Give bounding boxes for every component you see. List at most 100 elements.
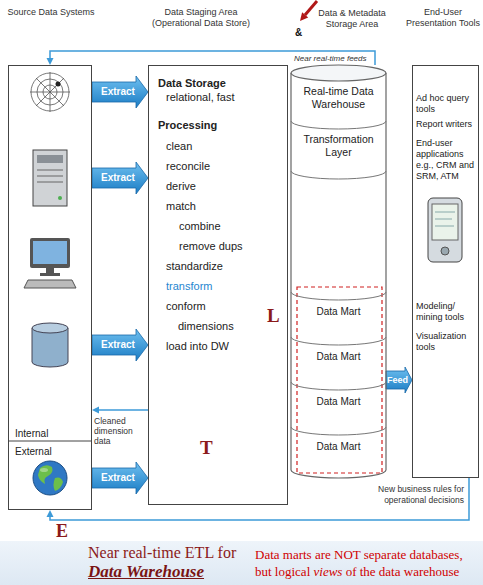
handheld-screen bbox=[432, 204, 458, 240]
web-spoke bbox=[36, 78, 64, 106]
warehouse-cylinder: Data & Metadata Storage AreaReal-time Da… bbox=[291, 65, 386, 478]
arrow-label: Extract bbox=[101, 86, 135, 98]
edge-label: Near real-time feeds bbox=[294, 54, 366, 63]
pointer-arrow bbox=[300, 1, 317, 21]
process-step: load into DW bbox=[166, 336, 229, 356]
server-panel bbox=[37, 155, 63, 163]
stage-letter: T bbox=[200, 438, 213, 458]
pointer-head bbox=[300, 12, 308, 21]
arrow-head bbox=[92, 407, 99, 414]
block-arrow bbox=[92, 329, 148, 361]
data-mart-label: Data Mart bbox=[299, 396, 378, 408]
layer-line bbox=[291, 121, 386, 129]
data-mart: Data Mart bbox=[297, 337, 380, 382]
server-slot bbox=[37, 176, 63, 177]
cylinder-top bbox=[291, 65, 386, 81]
connector bbox=[92, 407, 148, 414]
column-heading: Data Staging Area (Operational Data Stor… bbox=[141, 7, 261, 29]
data-mart-bracket bbox=[297, 287, 382, 473]
stand-base bbox=[40, 273, 60, 276]
connector-line bbox=[50, 51, 375, 65]
block-arrow bbox=[92, 162, 148, 194]
tool-item: Ad hoc query tools bbox=[416, 93, 477, 115]
column-heading: End-User Presentation Tools bbox=[404, 7, 482, 29]
data-mart: Data Mart bbox=[297, 382, 380, 427]
edge-label: New business rules for operational decis… bbox=[356, 484, 464, 506]
globe bbox=[33, 461, 67, 495]
stage-letter: E bbox=[56, 522, 68, 540]
column-heading: Source Data Systems bbox=[7, 7, 95, 18]
note-paragraph: Data marts are NOT separate databases, b… bbox=[255, 546, 477, 580]
source-systems-box: Source Data SystemsInternalExternal bbox=[8, 65, 92, 510]
staging-area-box: Data Staging Area (Operational Data Stor… bbox=[148, 65, 288, 505]
data-mart: Data Mart bbox=[297, 427, 380, 472]
process-step: match bbox=[166, 196, 196, 216]
server-slot bbox=[37, 182, 63, 183]
monitor bbox=[30, 238, 70, 268]
caption-line: Near real-time ETL for bbox=[88, 544, 236, 562]
server-led bbox=[58, 196, 62, 200]
pointer-shaft bbox=[305, 1, 317, 15]
layer-line bbox=[291, 382, 386, 390]
note-text: of the data warehouse bbox=[346, 564, 460, 579]
stand bbox=[46, 268, 54, 273]
screen-line bbox=[435, 212, 455, 213]
stage-letter: L bbox=[267, 306, 280, 326]
presentation-box: End-User Presentation ToolsAd hoc query … bbox=[412, 65, 479, 478]
arrow-label: Extract bbox=[101, 472, 135, 484]
arrow-label: Extract bbox=[101, 339, 135, 351]
process-step: transform bbox=[166, 276, 212, 296]
tool-item: End-user applications e.g., CRM and SRM,… bbox=[416, 138, 477, 182]
server-slot bbox=[37, 170, 63, 171]
land bbox=[38, 465, 53, 484]
data-mart-label: Data Mart bbox=[299, 351, 378, 363]
block-arrow bbox=[386, 367, 412, 393]
connector bbox=[47, 51, 376, 65]
divider-line bbox=[8, 441, 92, 442]
screen bbox=[33, 241, 67, 264]
column-heading: Data & Metadata Storage Area bbox=[316, 8, 388, 30]
caption-emphasis: Data Warehouse bbox=[88, 562, 204, 582]
layer-line bbox=[291, 427, 386, 435]
web-ring bbox=[31, 73, 69, 111]
layer-line bbox=[291, 292, 386, 300]
note-emphasis: views bbox=[314, 564, 343, 579]
land bbox=[54, 478, 64, 492]
process-step: combine bbox=[179, 216, 221, 236]
database-top bbox=[32, 323, 68, 333]
block-arrow bbox=[92, 76, 148, 108]
process-step: reconcile bbox=[166, 156, 210, 176]
cylinder-side bbox=[291, 73, 386, 478]
data-mart-label: Data Mart bbox=[299, 441, 378, 453]
handheld-button bbox=[441, 247, 449, 255]
screen-line bbox=[435, 219, 452, 220]
keyboard bbox=[24, 280, 76, 288]
process-step: derive bbox=[166, 176, 196, 196]
server-icon bbox=[33, 150, 67, 206]
arrow-label: Extract bbox=[101, 172, 135, 184]
group-label: Internal bbox=[15, 428, 48, 440]
database-body bbox=[32, 328, 68, 367]
section-note: relational, fast bbox=[166, 91, 234, 104]
process-step: remove dups bbox=[179, 236, 243, 256]
connector-line bbox=[50, 478, 469, 520]
connector bbox=[47, 478, 470, 520]
arrow-label: Feed bbox=[387, 375, 408, 386]
block-arrow bbox=[92, 462, 148, 494]
tool-item: Report writers bbox=[416, 119, 477, 130]
globe-icon bbox=[33, 461, 67, 495]
group-label: External bbox=[15, 446, 52, 458]
layer-line bbox=[291, 337, 386, 345]
web-icon bbox=[30, 72, 70, 112]
server-case bbox=[33, 150, 67, 206]
layer-label: Transformation Layer bbox=[295, 133, 382, 159]
web-spoke bbox=[36, 78, 64, 106]
section-heading: Data Storage bbox=[158, 77, 226, 90]
tool-item: Visualization tools bbox=[416, 331, 477, 353]
spider bbox=[56, 82, 61, 87]
handheld-icon bbox=[428, 198, 462, 262]
computer-icon bbox=[24, 238, 76, 288]
process-step: clean bbox=[166, 136, 192, 156]
section-heading: Processing bbox=[158, 119, 217, 132]
cylinder-outline bbox=[291, 65, 386, 478]
